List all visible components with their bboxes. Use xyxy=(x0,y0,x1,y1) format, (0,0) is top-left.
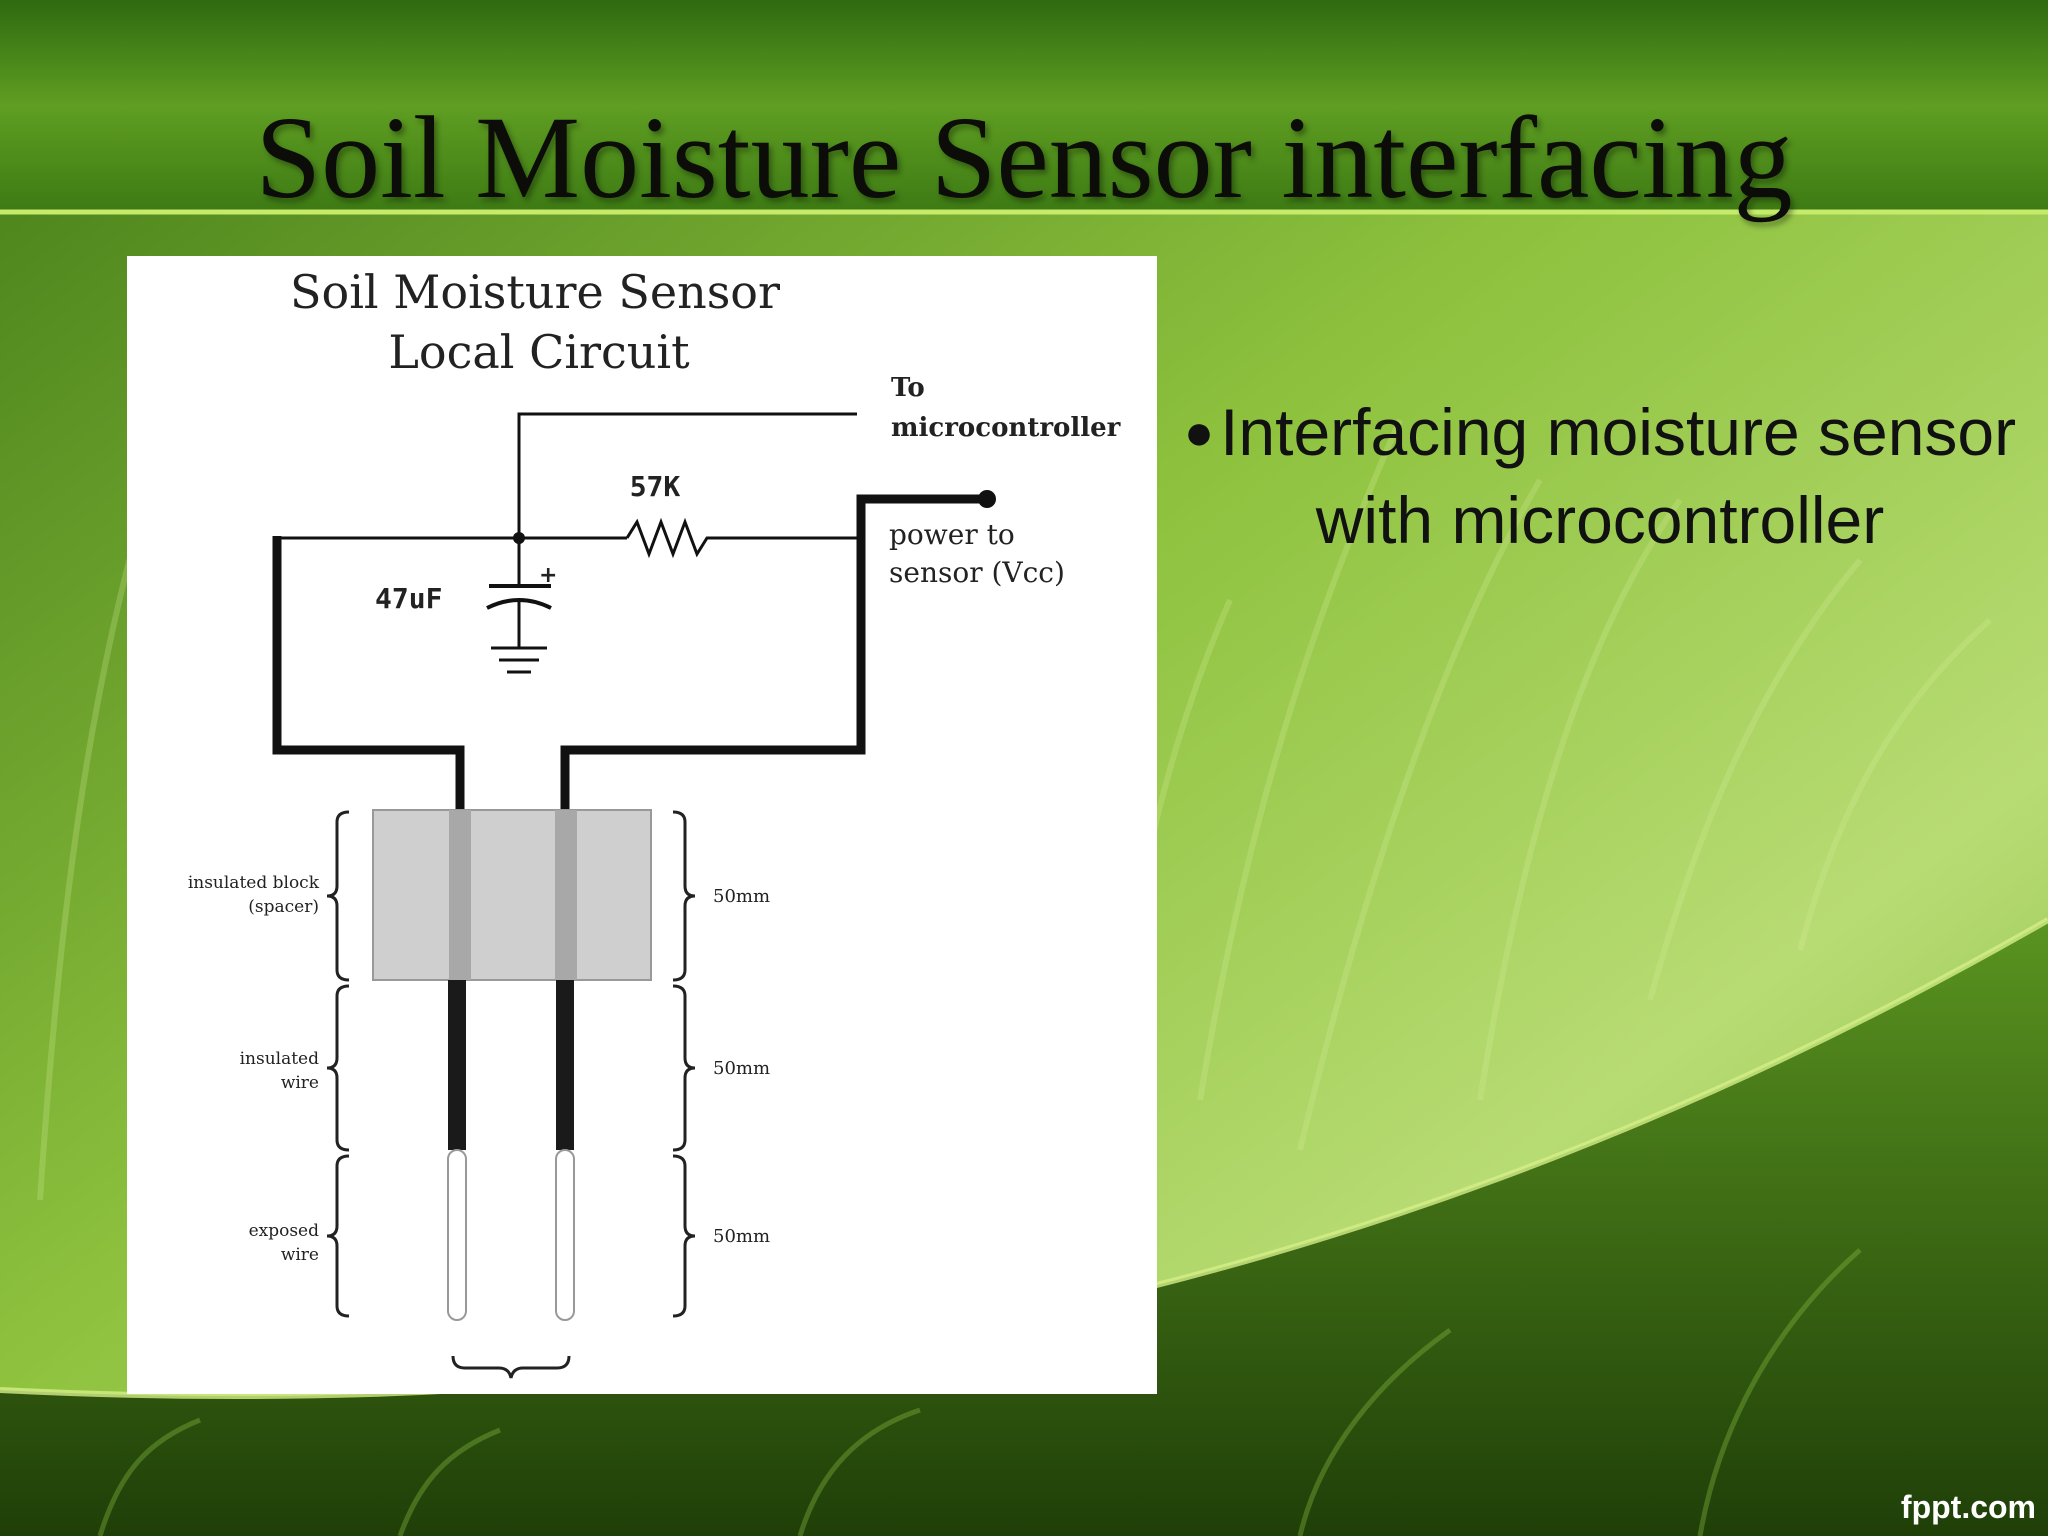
bullet-dot-icon: ● xyxy=(1183,404,1215,460)
slide-title: Soil Moisture Sensor interfacing xyxy=(255,92,1793,223)
power-label-line2: sensor (Vcc) xyxy=(889,556,1065,589)
probe-left-insulated xyxy=(448,980,466,1150)
exposed-wire-label-line2: wire xyxy=(281,1245,319,1265)
dimension-label-exposed: 50mm xyxy=(713,1226,770,1247)
insulated-block xyxy=(372,809,652,981)
probe-left-exposed xyxy=(447,1149,467,1321)
diagram-title-line1: Soil Moisture Sensor xyxy=(290,265,780,319)
insulated-wire-label-line1: insulated xyxy=(240,1049,320,1069)
footer-brand: fppt.com xyxy=(1900,1489,2036,1525)
dimension-label-insulated: 50mm xyxy=(713,1058,770,1079)
capacitor-label: 47uF xyxy=(375,582,442,615)
junction-dot xyxy=(513,532,525,544)
vcc-terminal xyxy=(978,490,996,508)
exposed-wire-label-line1: exposed xyxy=(249,1221,320,1241)
dimension-label-block: 50mm xyxy=(713,886,770,907)
circuit-diagram: Soil Moisture Sensor Local Circuit To mi… xyxy=(127,256,1157,1394)
insulated-block-label-line2: (spacer) xyxy=(248,897,319,917)
probe-right-exposed xyxy=(555,1149,575,1321)
resistor-label: 57K xyxy=(630,470,681,503)
power-label-line1: power to xyxy=(889,518,1015,551)
bullet-point: ●Interfacing moisture sensor with microc… xyxy=(1150,388,2048,564)
capacitor-polarity: + xyxy=(539,563,557,588)
insulated-wire-label-line2: wire xyxy=(281,1073,319,1093)
bullet-text: Interfacing moisture sensor with microco… xyxy=(1220,395,2017,557)
diagram-title-line2: Local Circuit xyxy=(388,325,690,379)
insulated-block-label-line1: insulated block xyxy=(188,873,320,893)
to-mcu-label-line2: microcontroller xyxy=(891,413,1121,443)
probe-right-insulated xyxy=(556,980,574,1150)
to-mcu-label-line1: To xyxy=(891,373,925,403)
